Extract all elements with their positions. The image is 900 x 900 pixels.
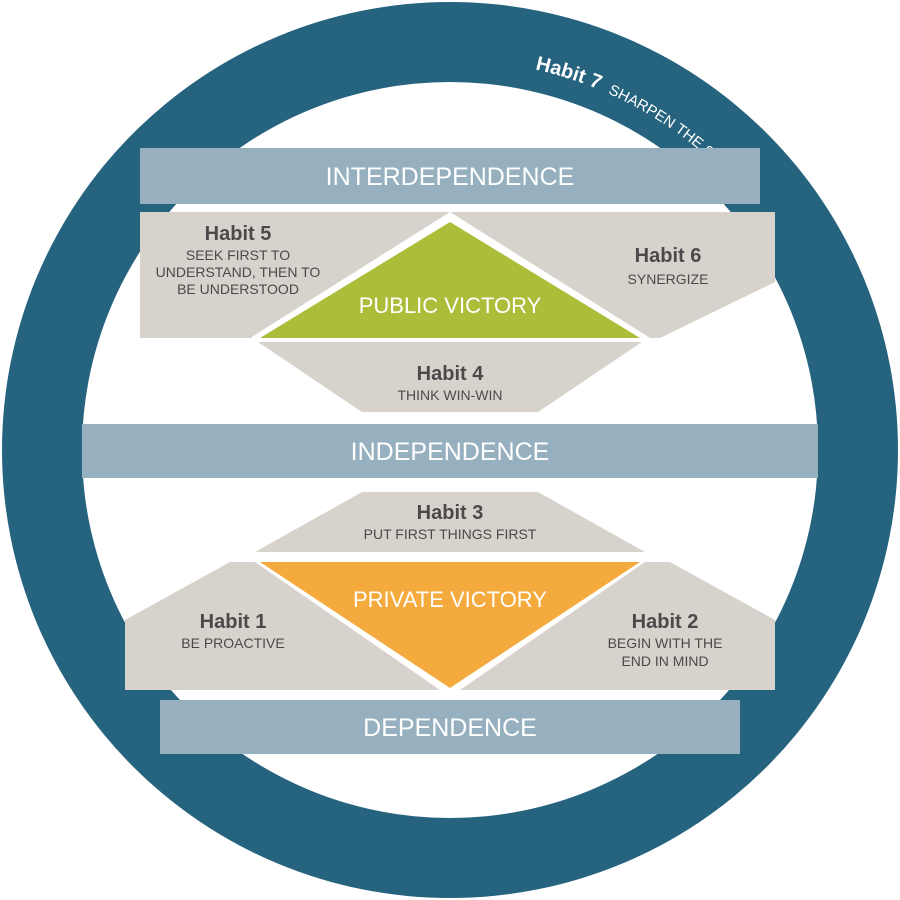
independence-band bbox=[82, 424, 818, 478]
habit-6-title: Habit 6 bbox=[635, 245, 702, 267]
interdependence-band bbox=[140, 148, 760, 204]
private-victory-triangle bbox=[260, 562, 640, 688]
habit-1-panel bbox=[125, 562, 440, 690]
habit-5-line-3: BE UNDERSTOOD bbox=[177, 281, 299, 297]
habit-5-panel bbox=[240, 212, 450, 338]
habit-2-line-1: BEGIN WITH THE bbox=[608, 635, 723, 651]
habit-1-line-1: BE PROACTIVE bbox=[181, 635, 284, 651]
habit-5-title: Habit 5 bbox=[205, 223, 272, 245]
habit-4-title: Habit 4 bbox=[417, 363, 485, 385]
dependence-label: DEPENDENCE bbox=[363, 714, 537, 742]
public-victory-label: PUBLIC VICTORY bbox=[359, 293, 542, 318]
habit-2-panel bbox=[460, 562, 775, 690]
habit-3-title: Habit 3 bbox=[417, 502, 484, 524]
habit-5-line-2: UNDERSTAND, THEN TO bbox=[156, 264, 321, 280]
habit-3-line-1: PUT FIRST THINGS FIRST bbox=[364, 526, 537, 542]
public-victory-triangle bbox=[260, 222, 640, 338]
habit-1-title: Habit 1 bbox=[200, 611, 267, 633]
private-victory-label: PRIVATE VICTORY bbox=[353, 587, 547, 612]
habit-5-line-1: SEEK FIRST TO bbox=[186, 247, 290, 263]
habit-2-line-2: END IN MIND bbox=[621, 653, 708, 669]
habit-2-title: Habit 2 bbox=[632, 611, 699, 633]
interdependence-label: INTERDEPENDENCE bbox=[326, 163, 575, 191]
dependence-band bbox=[160, 700, 740, 754]
habit-3-panel bbox=[255, 492, 645, 552]
habit-6-line-1: SYNERGIZE bbox=[628, 271, 709, 287]
habit-6-panel bbox=[450, 212, 775, 338]
independence-label: INDEPENDENCE bbox=[351, 438, 550, 466]
habit-5-panel-left bbox=[140, 212, 248, 338]
habit-4-panel bbox=[258, 342, 642, 412]
habit-4-line-1: THINK WIN-WIN bbox=[398, 387, 503, 403]
